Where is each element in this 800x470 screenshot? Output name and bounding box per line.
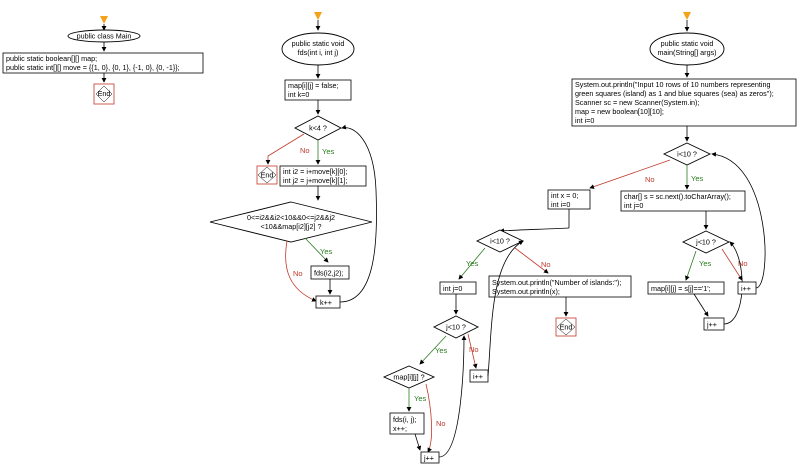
start-label: public static void [661,39,714,48]
code-line: x++; [393,424,407,433]
code-line: System.out.println(x); [492,287,560,296]
code-line: int i=0 [551,200,570,209]
flow-class-main: public class Main public static boolean[… [2,16,204,105]
cond-label: <10&&map[i2][j2] ? [261,222,322,231]
code-line: Scanner sc = new Scanner(System.in); [575,98,699,107]
yes-label: Yes [466,259,478,268]
end-node [256,165,278,185]
calc-box [279,165,367,187]
start-marker [314,12,322,20]
no-label: No [645,175,655,184]
decl-line: public static boolean[][] map; [6,54,97,63]
code-line: map[i][j] = s[j]=='1'; [651,284,711,293]
code-line: i++ [741,284,751,293]
code-line: System.out.println("Input 10 rows of 10 … [575,80,771,89]
code-line: int j=0 [443,284,462,293]
cond-label: i<10 ? [490,237,510,246]
code-line: fds(i, j); [393,415,417,424]
no-label: No [436,419,446,428]
yes-label: Yes [435,346,447,355]
code-line: char[] s = sc.next().toCharArray(); [624,192,731,201]
j-increment-count-box [420,451,440,464]
cond-label: k<4 ? [309,124,327,133]
start-label: public class Main [77,32,132,41]
start-label: main(String[] args) [657,48,716,57]
cond-bounds [209,201,373,243]
code-line: j++ [423,454,434,463]
cond-label: i<10 ? [677,150,697,159]
yes-label: Yes [322,147,334,156]
no-label: No [738,259,748,268]
start-marker [683,12,691,20]
end-label: End [560,323,573,332]
j-init-box [439,281,477,295]
no-label: No [469,345,479,354]
yes-label: Yes [320,247,332,256]
code-line: green squares (island) as 1 and blue squ… [575,89,774,98]
code-line: map = new boolean[10][10]; [575,107,664,116]
cond-j-main [681,230,731,254]
no-label: No [541,260,551,269]
flow-fds: public static void fds(int i, int j) map… [209,12,377,309]
code-line: int j=0 [624,201,643,210]
code-line: j++ [706,320,717,329]
decl-line: public static int[][] move = {{1, 0}, {0… [6,63,180,72]
code-line: int x = 0; [551,191,578,200]
code-line: int k=0 [288,90,309,99]
cond-label: j<10 ? [695,238,716,247]
main-init-box [571,78,797,127]
cond-label: j<10 ? [445,323,466,332]
read-row-box [620,190,746,212]
start-label: fds(int i, int j) [298,48,339,57]
end-label: End [261,171,274,180]
cond-i-count [475,229,525,253]
code-line: int j2 = j+move[k][1]; [283,176,347,185]
cond-label: 0<=i2&&i2<10&&0<=j2&&j2 [247,213,335,222]
code-line: map[i][j] = false; [288,81,339,90]
cond-label: map[i][j] ? [393,373,424,382]
code-line: int i=0 [575,116,594,125]
yes-label: Yes [699,259,711,268]
code-line: System.out.println("Number of islands:")… [492,278,621,287]
yes-label: Yes [414,394,426,403]
code-line: i++ [473,372,483,381]
flow-main: public static void main(String[] args) S… [382,12,797,464]
code-line: int i2 = i+move[k][0]; [283,167,347,176]
assign-box [647,281,725,295]
no-label: No [293,269,303,278]
start-marker [100,16,108,24]
no-label: No [300,146,310,155]
yes-label: Yes [691,174,703,183]
print-box [488,275,632,298]
end-node [555,317,577,337]
end-node [93,83,115,105]
end-label: End [98,89,111,98]
declarations-box [2,52,204,74]
flood-fill-call-box [389,412,425,435]
code-line: k++ [320,298,332,307]
cond-j-count [432,315,480,339]
code-line: fds(i2,j2); [314,269,344,278]
start-label: public static void [292,39,345,48]
